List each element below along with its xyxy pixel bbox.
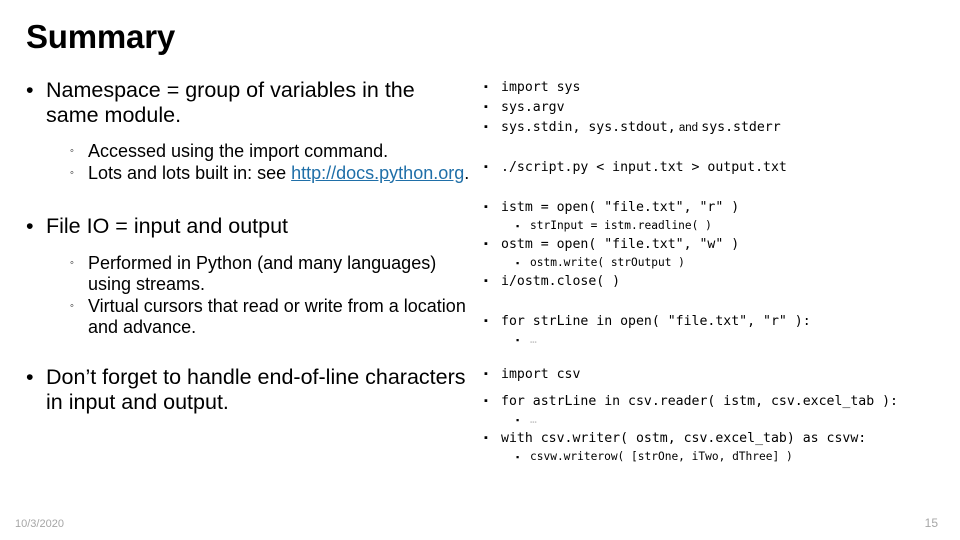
python-docs-link[interactable]: http://docs.python.org (291, 162, 465, 183)
list-item-text: Lots and lots built in: see (88, 162, 292, 183)
list-item-label: Namespace = group of variables in the sa… (46, 78, 415, 128)
code-line: ▪ … (516, 332, 946, 349)
sub-bullet-icon: ◦ (70, 145, 74, 158)
bullet-icon: • (26, 214, 34, 239)
code-bullet-icon: ▪ (484, 121, 488, 134)
spacer (26, 184, 472, 214)
code-line: ▪ ostm = open( "file.txt", "w" ) (484, 235, 946, 255)
list-item-label: Don’t forget to handle end-of-line chara… (46, 364, 466, 415)
page-title: Summary (26, 18, 176, 55)
code-text: sys.stdin, sys.stdout, and sys.stderr (501, 118, 946, 138)
code-line: ▪ for strLine in open( "file.txt", "r" )… (484, 312, 946, 332)
list-item-label: Accessed using the import command. (88, 141, 389, 162)
code-sub-bullet-icon: ▪ (516, 451, 520, 462)
code-text: … (530, 413, 537, 427)
code-bullet-icon: ▪ (484, 161, 488, 174)
code-text-a: sys.stdin, sys.stdout, (501, 120, 676, 136)
list-item: • Namespace = group of variables in the … (26, 78, 472, 128)
code-text: … (530, 333, 537, 347)
code-text-prose: and (675, 122, 702, 135)
code-text: sys.argv (501, 100, 565, 116)
right-code-column: ▪ import sys ▪ sys.argv ▪ sys.stdin, sys… (484, 78, 946, 466)
code-line: ▪ import csv (484, 365, 946, 385)
code-bullet-icon: ▪ (484, 394, 488, 407)
spacer (484, 178, 946, 198)
code-text: csvw.writerow( [strOne, iTwo, dThree] ) (530, 449, 793, 463)
code-bullet-icon: ▪ (484, 367, 488, 380)
sub-bullet-icon: ◦ (70, 166, 74, 179)
spacer (26, 339, 472, 365)
code-text: strInput = istm.readline( ) (530, 219, 712, 233)
list-item: ◦ Virtual cursors that read or write fro… (70, 296, 472, 339)
code-sub-bullet-icon: ▪ (516, 335, 520, 346)
code-bullet-icon: ▪ (484, 315, 488, 328)
footer-date: 10/3/2020 (15, 518, 64, 530)
code-bullet-icon: ▪ (484, 81, 488, 93)
list-item-label: Virtual cursors that read or write from … (88, 295, 466, 338)
code-sub-bullet-icon: ▪ (516, 221, 520, 232)
code-text: ostm.write( strOutput ) (530, 256, 685, 270)
spacer (484, 138, 946, 158)
code-bullet-icon: ▪ (484, 431, 488, 444)
code-line: ▪ ./script.py < input.txt > output.txt (484, 158, 946, 178)
code-text: import csv (501, 366, 581, 382)
code-line: ▪ strInput = istm.readline( ) (516, 218, 946, 235)
list-item: ◦ Lots and lots built in: see http://doc… (70, 163, 472, 185)
list-item-label: Performed in Python (and many languages)… (88, 252, 437, 295)
code-text: for astrLine in csv.reader( istm, csv.ex… (501, 393, 898, 409)
list-item: ◦ Accessed using the import command. (70, 141, 472, 163)
list-item-text-tail: . (464, 162, 470, 183)
code-text: with csv.writer( ostm, csv.excel_tab) as… (501, 430, 867, 446)
code-line: ▪ … (516, 412, 946, 429)
list-item: • File IO = input and output (26, 214, 472, 239)
code-line: ▪ sys.stdin, sys.stdout, and sys.stderr (484, 118, 946, 138)
code-bullet-icon: ▪ (484, 101, 488, 114)
code-bullet-icon: ▪ (484, 238, 488, 251)
code-bullet-icon: ▪ (484, 274, 488, 287)
code-text-b: sys.stderr (701, 120, 781, 136)
code-bullet-icon: ▪ (484, 201, 488, 214)
code-text: ./script.py < input.txt > output.txt (501, 160, 787, 176)
spacer (26, 240, 472, 253)
code-line: ▪ i/ostm.close( ) (484, 272, 946, 292)
sub-bullet-icon: ◦ (70, 256, 74, 269)
footer-page-number: 15 (924, 516, 938, 530)
code-text: for strLine in open( "file.txt", "r" ): (501, 314, 811, 330)
spacer (484, 385, 946, 392)
code-text: ostm = open( "file.txt", "w" ) (501, 237, 740, 253)
code-line: ▪ istm = open( "file.txt", "r" ) (484, 198, 946, 218)
code-text: i/ostm.close( ) (501, 273, 621, 289)
code-line: ▪ import sys (484, 78, 946, 98)
code-sub-bullet-icon: ▪ (516, 258, 520, 269)
left-content-column: • Namespace = group of variables in the … (26, 78, 472, 415)
code-text: istm = open( "file.txt", "r" ) (501, 200, 740, 216)
list-item-label: File IO = input and output (46, 214, 289, 239)
code-text: import sys (501, 80, 581, 95)
bullet-icon: • (26, 364, 34, 389)
code-line: ▪ sys.argv (484, 98, 946, 118)
list-item-label: Lots and lots built in: see http://docs.… (88, 163, 472, 185)
sub-bullet-icon: ◦ (70, 299, 74, 312)
spacer (26, 128, 472, 141)
spacer (484, 349, 946, 365)
list-item: ◦ Performed in Python (and many language… (70, 253, 472, 296)
code-line: ▪ with csv.writer( ostm, csv.excel_tab) … (484, 429, 946, 449)
code-sub-bullet-icon: ▪ (516, 415, 520, 426)
code-line: ▪ ostm.write( strOutput ) (516, 255, 946, 272)
list-item: • Don’t forget to handle end-of-line cha… (26, 365, 472, 415)
code-line: ▪ for astrLine in csv.reader( istm, csv.… (484, 392, 946, 412)
spacer (484, 292, 946, 312)
bullet-icon: • (26, 78, 34, 102)
code-line: ▪ csvw.writerow( [strOne, iTwo, dThree] … (516, 449, 946, 466)
